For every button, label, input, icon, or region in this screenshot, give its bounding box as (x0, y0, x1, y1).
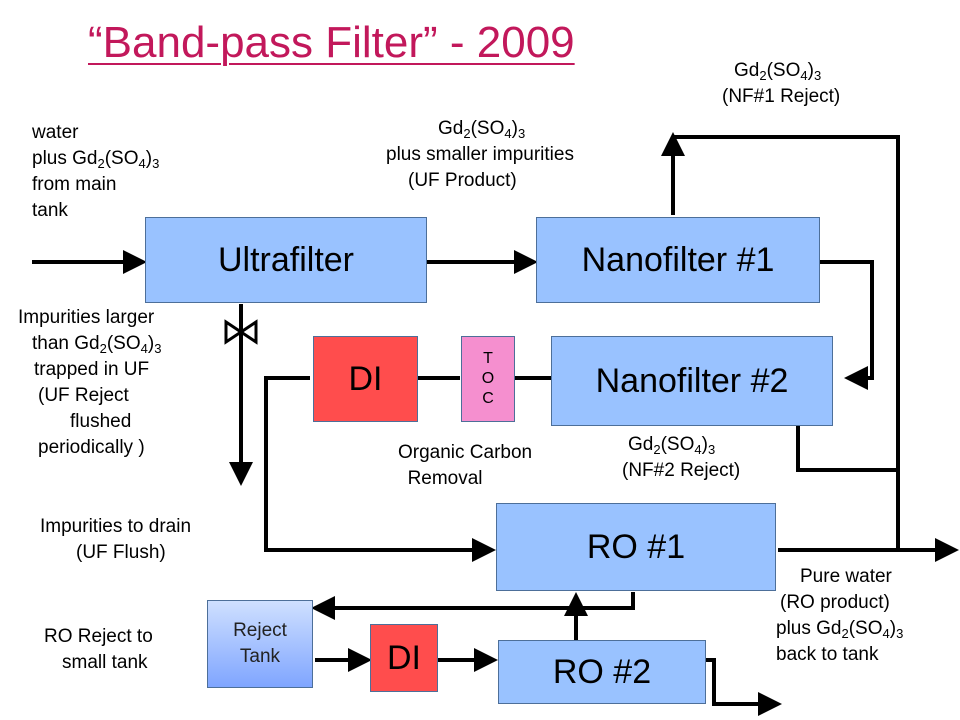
uf-reject-line-6: periodically ) (38, 437, 145, 458)
ro-reject-note: RO Reject to small tank (44, 624, 153, 676)
nf1-reject-note: Gd2(SO4)3 (NF#1 Reject) (722, 58, 840, 110)
ro-reject-line-1: RO Reject to (44, 626, 153, 647)
nf1-reject-line (673, 135, 900, 552)
uf-product-line-3: (UF Product) (408, 170, 517, 191)
uf-reject-line-5: flushed (70, 411, 132, 432)
uf-flush-line-2: (UF Flush) (76, 542, 166, 563)
nf2-reject-line-2: (NF#2 Reject) (622, 460, 741, 481)
input-note-line-1: water (32, 122, 79, 143)
ro2-output-arrow (706, 658, 782, 716)
page-title: “Band-pass Filter” - 2009 (88, 18, 575, 67)
ro1-to-reject-tank-arrow (311, 592, 635, 620)
toc-box: T O C (461, 336, 515, 422)
uf-flush-note: Impurities to drain (UF Flush) (40, 514, 191, 566)
pure-water-line-2: (RO product) (780, 592, 890, 613)
uf-reject-note: Impurities larger than Gd2(SO4)3 trapped… (18, 305, 161, 461)
ro-1-box: RO #1 (496, 503, 776, 591)
input-note: water plus Gd2(SO4)3 from main tank (32, 120, 159, 224)
ro-reject-line-2: small tank (62, 652, 148, 673)
toc-letter-c: C (482, 390, 494, 407)
uf-flush-line-1: Impurities to drain (40, 516, 192, 537)
uf-product-note: Gd2(SO4)3 plus smaller impurities (UF Pr… (386, 116, 574, 194)
input-note-line-3: from main (32, 174, 117, 195)
di-to-ro1-arrow (264, 376, 496, 562)
reject-tank-label-2: Tank (239, 646, 281, 667)
uf-reject-line-2: than Gd2(SO4)3 (32, 333, 162, 356)
uf-product-formula: Gd2(SO4)3 (438, 118, 526, 141)
nanofilter-1-box: Nanofilter #1 (536, 217, 820, 303)
uf-reject-line-3: trapped in UF (34, 359, 150, 380)
uf-reject-line-4: (UF Reject (38, 385, 129, 406)
nf1-reject-line-2: (NF#1 Reject) (722, 86, 841, 107)
nf2-reject-line (796, 426, 898, 472)
toc-letter-o: O (481, 370, 495, 387)
toc-letter-t: T (483, 350, 493, 367)
nanofilter-2-box: Nanofilter #2 (551, 336, 833, 426)
nf2-reject-note: Gd2(SO4)3 (NF#2 Reject) (616, 432, 740, 484)
uf-product-line-2: plus smaller impurities (386, 144, 574, 165)
ro-2-box: RO #2 (498, 640, 706, 704)
toc-note-line-2: Removal (407, 468, 483, 489)
input-note-line-2: plus Gd2(SO4)3 (32, 148, 160, 171)
pure-water-line-1: Pure water (800, 566, 892, 587)
toc-note-line-1: Organic Carbon (398, 442, 533, 463)
nf1-reject-formula: Gd2(SO4)3 (734, 60, 822, 83)
nf1-to-nf2-arrow (820, 260, 874, 390)
ultrafilter-box: Ultrafilter (145, 217, 427, 303)
toc-note: Organic Carbon Removal (398, 440, 532, 492)
reject-tank-box: Reject Tank (207, 600, 313, 688)
flush-valve-icon (224, 319, 258, 345)
di-top-box: DI (313, 336, 418, 422)
reject-tank-label-1: Reject (233, 620, 287, 641)
di-bottom-box: DI (370, 624, 438, 692)
pure-water-line-4: back to tank (776, 644, 879, 665)
input-note-line-4: tank (32, 200, 68, 221)
pure-water-line-3: plus Gd2(SO4)3 (776, 618, 904, 641)
nf2-reject-formula: Gd2(SO4)3 (628, 434, 716, 457)
pure-water-note: Pure water (RO product) plus Gd2(SO4)3 b… (776, 564, 903, 668)
uf-reject-line-1: Impurities larger (18, 307, 155, 328)
